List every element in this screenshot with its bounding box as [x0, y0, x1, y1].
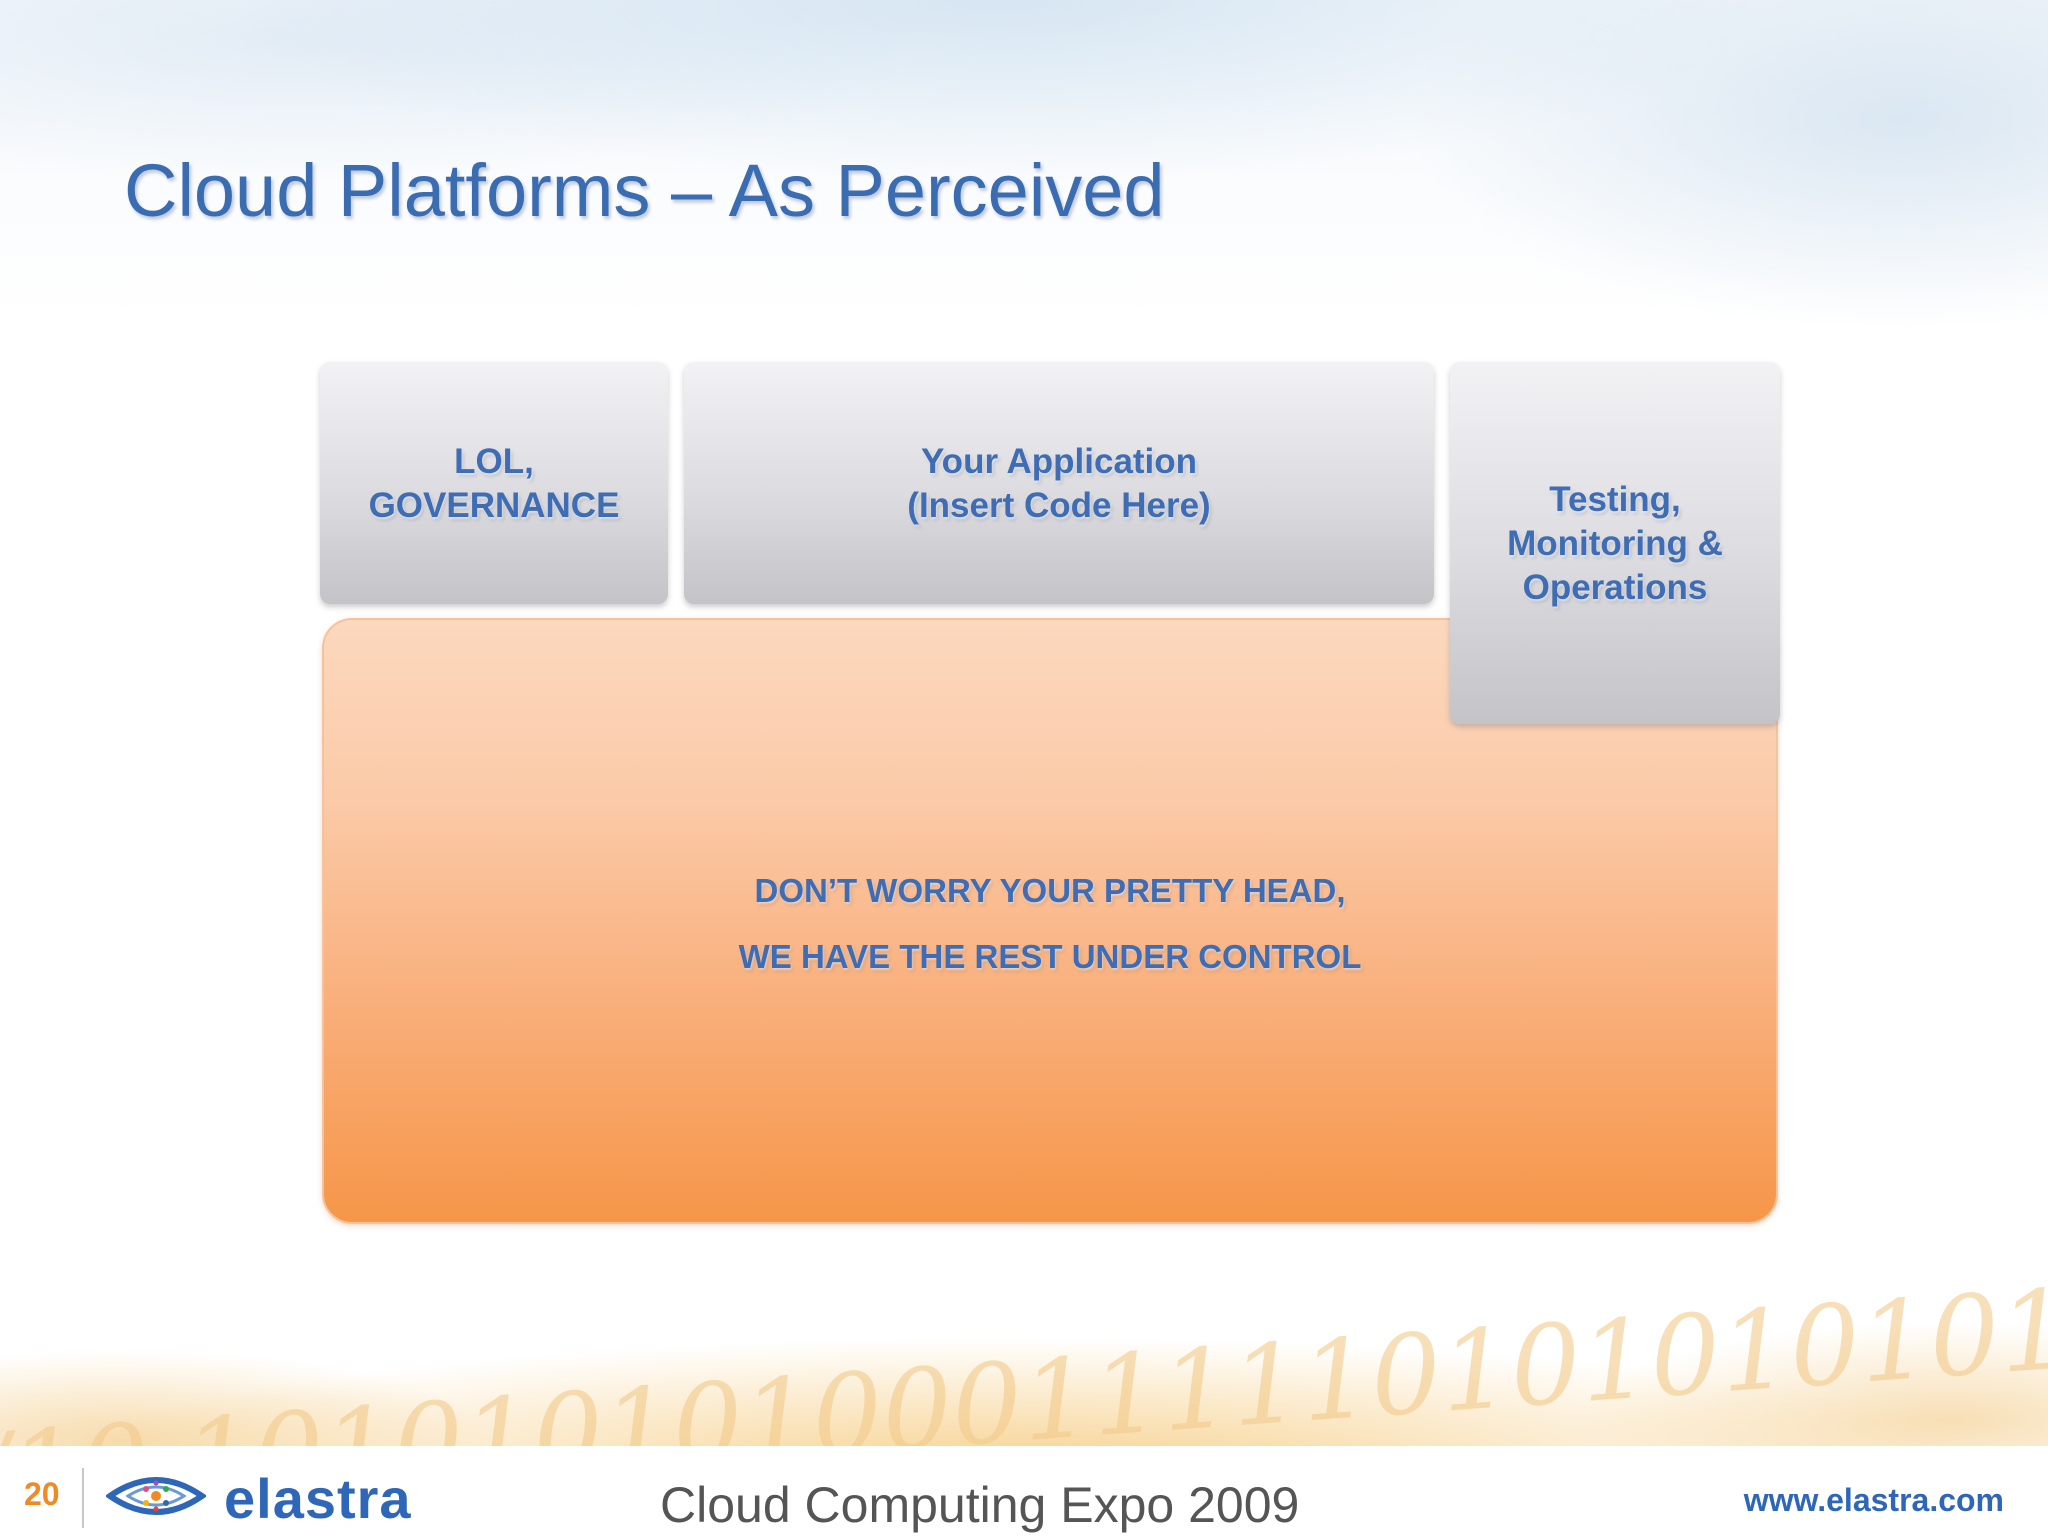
page-number: 20 — [24, 1476, 60, 1512]
operations-line1: Testing, — [1549, 480, 1681, 519]
governance-box: LOL, GOVERNANCE — [320, 362, 668, 604]
application-line2: (Insert Code Here) — [907, 486, 1211, 525]
binary-band-decoration: /10 10101010100011111010101010101010 — [0, 1250, 2048, 1446]
application-box: Your Application (Insert Code Here) — [684, 362, 1434, 604]
operations-line2: Monitoring & — [1507, 524, 1723, 563]
governance-line2: GOVERNANCE — [368, 486, 620, 525]
elastra-logo-icon — [106, 1477, 206, 1515]
governance-line1: LOL, — [454, 442, 534, 481]
platform-message-line2: WE HAVE THE REST UNDER CONTROL — [738, 938, 1362, 975]
platform-message-line1: DON’T WORRY YOUR PRETTY HEAD, — [754, 872, 1346, 909]
binary-digits-text: /10 10101010100011111010101010101010 — [0, 1250, 2048, 1446]
page-title: Cloud Platforms – As Perceived — [124, 149, 1165, 232]
application-line1: Your Application — [920, 442, 1198, 481]
website-link[interactable]: www.elastra.com — [1743, 1482, 2004, 1518]
event-name: Cloud Computing Expo 2009 — [660, 1477, 1300, 1533]
logo-wordmark: elastra — [224, 1467, 412, 1530]
operations-box: Testing, Monitoring & Operations — [1450, 362, 1780, 724]
footer: 20 elastra Cloud Computing Expo 2009 www… — [0, 1446, 2048, 1536]
operations-line3: Operations — [1522, 568, 1708, 607]
footer-divider — [82, 1468, 84, 1528]
